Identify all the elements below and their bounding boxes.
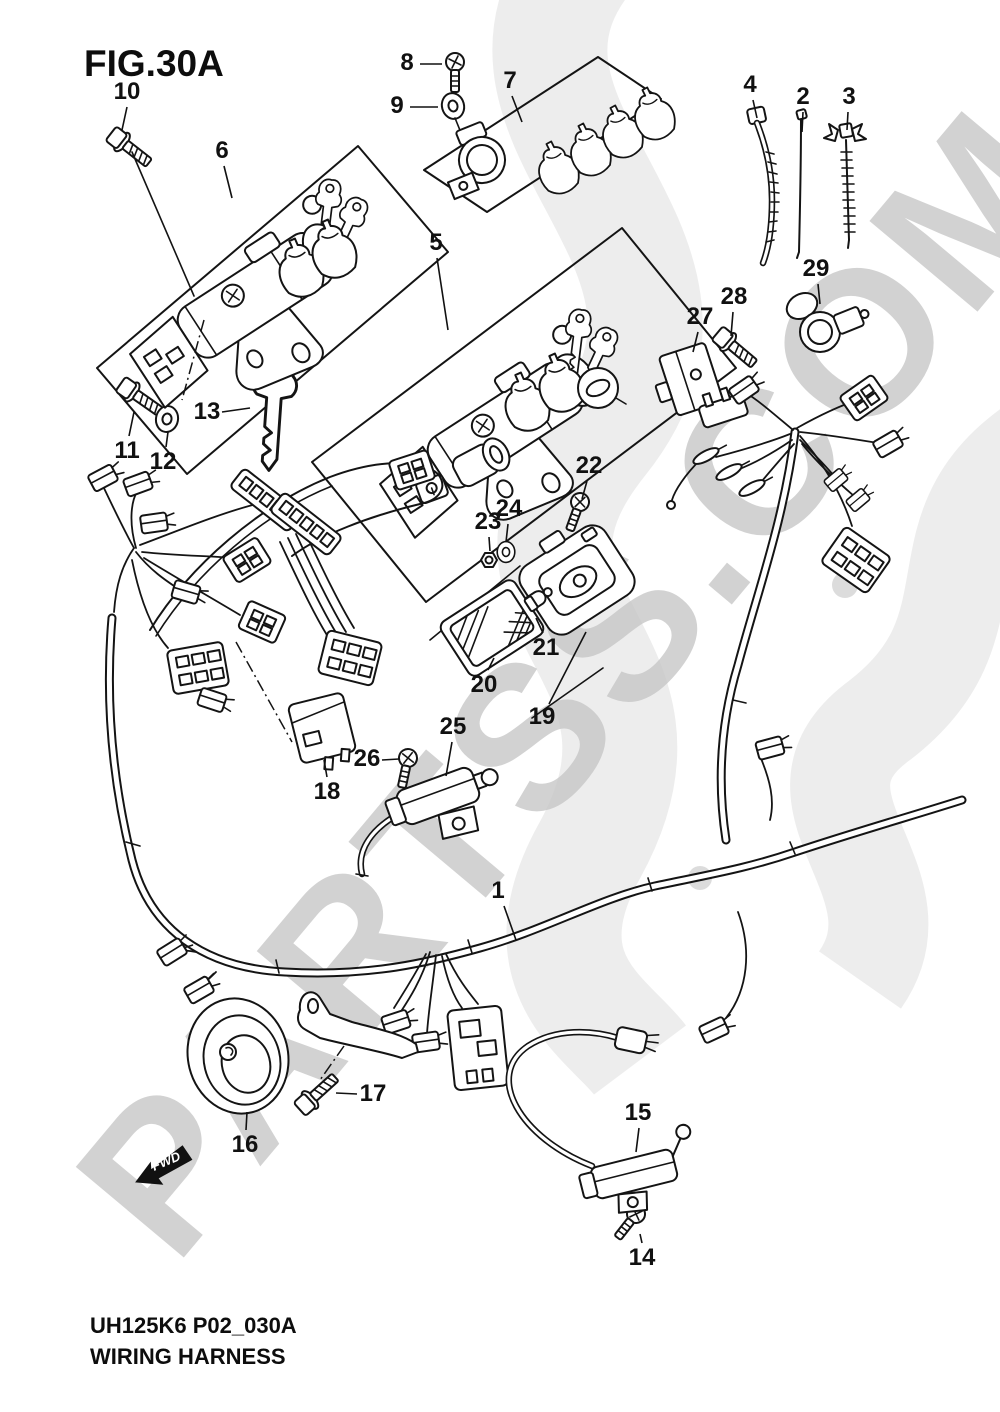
part-label-1: 1 — [491, 877, 504, 904]
leader-line-19 — [548, 631, 587, 705]
leader-line-20 — [487, 657, 495, 671]
part-25-switch — [355, 766, 499, 878]
part-label-4: 4 — [743, 71, 757, 98]
part-15-switch — [505, 1026, 692, 1214]
leader-line-10 — [121, 106, 128, 131]
leader-line-6 — [223, 165, 233, 199]
part-label-22: 22 — [576, 452, 603, 479]
part-18-relay — [287, 692, 357, 771]
box-part-5 — [311, 227, 737, 603]
part-16-horn — [186, 991, 419, 1115]
leader-line-21 — [535, 617, 544, 634]
part-label-19: 19 — [529, 703, 556, 730]
part-29-socket — [785, 292, 870, 353]
part-label-21: 21 — [533, 634, 560, 661]
leader-line-15 — [635, 1127, 640, 1153]
part-label-23: 23 — [475, 508, 502, 535]
leader-line-25 — [445, 741, 453, 777]
part-label-17: 17 — [360, 1080, 387, 1107]
reference-lines — [181, 319, 345, 1081]
leader-line-1 — [503, 905, 517, 941]
leader-line-27 — [692, 331, 699, 353]
leader-line-12 — [165, 431, 169, 448]
part-label-16: 16 — [232, 1131, 259, 1158]
box-part-6 — [96, 145, 449, 475]
part-19-lamp-housing — [518, 524, 636, 636]
part-label-15: 15 — [625, 1099, 652, 1126]
part-8-screw — [445, 52, 465, 93]
leader-line-24 — [505, 523, 509, 543]
leader-line-28 — [730, 311, 734, 337]
leader-line-16 — [245, 1111, 248, 1131]
part-27-fuse-box — [654, 342, 749, 429]
part-label-20: 20 — [471, 671, 498, 698]
part-label-6: 6 — [215, 137, 228, 164]
leader-line-18 — [323, 759, 328, 778]
leader-line-17 — [335, 1092, 358, 1095]
part-label-10: 10 — [114, 78, 141, 105]
footer-figure-title: WIRING HARNESS — [90, 1344, 286, 1369]
part-label-18: 18 — [314, 778, 341, 805]
leader-line-2 — [801, 111, 804, 133]
part-label-9: 9 — [390, 92, 403, 119]
leader-line-29 — [817, 283, 821, 305]
part-label-24: 24 — [496, 495, 523, 522]
leader-line-3 — [846, 111, 849, 131]
part-20-lens — [439, 579, 545, 677]
part-label-14: 14 — [629, 1244, 656, 1271]
part-label-25: 25 — [440, 713, 467, 740]
part-4-cable-tie — [746, 105, 780, 267]
part-7-clamp — [446, 121, 506, 201]
part-23-nut — [480, 552, 498, 568]
figure-title: FIG.30A — [84, 43, 224, 84]
part-label-5: 5 — [429, 229, 442, 256]
part-label-12: 12 — [150, 448, 177, 475]
footer-model-code: UH125K6 P02_030A — [90, 1313, 297, 1338]
leader-line-13 — [221, 407, 251, 413]
part-5-extras — [415, 367, 627, 504]
part-label-13: 13 — [194, 398, 221, 425]
part-label-11: 11 — [114, 437, 139, 464]
part-1-wiring-harness — [86, 369, 967, 1092]
part-9-washer — [438, 89, 468, 123]
leader-line-7 — [511, 95, 523, 123]
part-label-2: 2 — [796, 83, 809, 110]
leader-line-4 — [752, 99, 758, 119]
part-label-3: 3 — [842, 83, 855, 110]
part-label-26: 26 — [354, 745, 381, 772]
leader-line-26 — [381, 758, 400, 761]
lamp-assembly — [429, 524, 636, 719]
part-label-7: 7 — [503, 67, 516, 94]
leader-line-22 — [581, 480, 588, 500]
leader-line-11 — [128, 411, 135, 437]
part-label-8: 8 — [400, 49, 413, 76]
part-label-28: 28 — [721, 283, 748, 310]
leader-line-5 — [436, 257, 449, 331]
leader-line-23 — [488, 536, 491, 552]
center-relay-block — [446, 1004, 510, 1092]
part-10-bolt — [103, 123, 157, 173]
part-label-29: 29 — [803, 255, 830, 282]
part-3-cable-tie — [823, 122, 867, 249]
part-24-washer — [496, 540, 516, 564]
leader-line-14 — [639, 1233, 643, 1244]
part-label-27: 27 — [687, 303, 714, 330]
